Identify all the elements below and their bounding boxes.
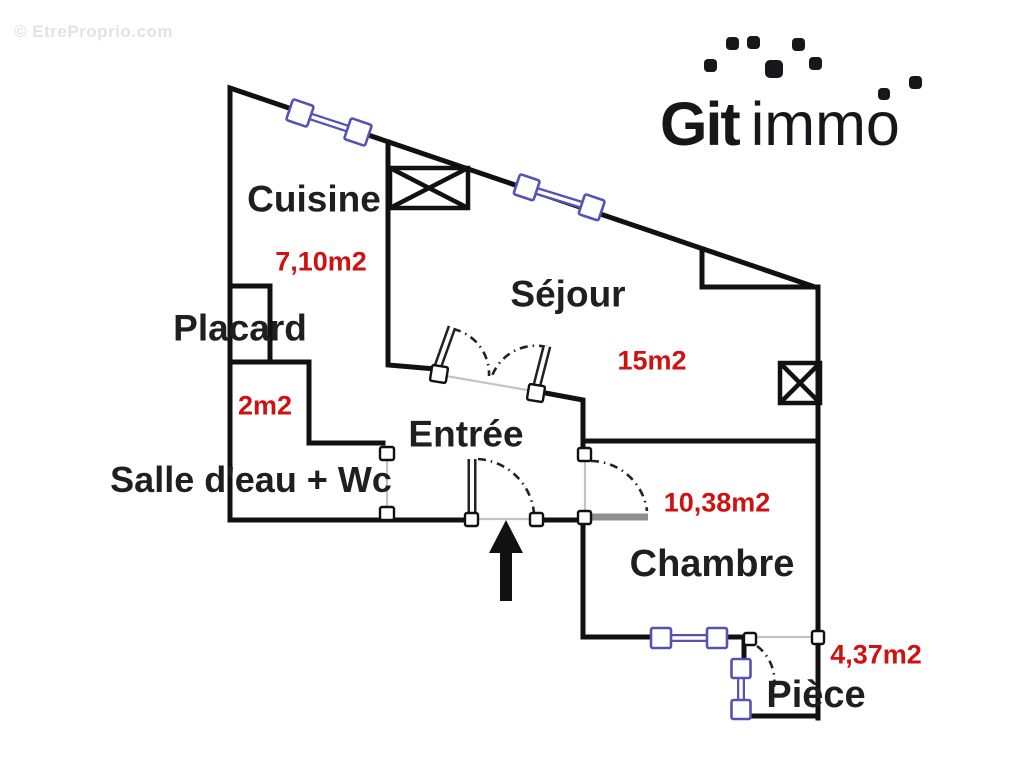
door-opening-lines xyxy=(385,373,812,639)
door-swing-icon xyxy=(756,644,776,688)
area-label-piece: 4,37m2 xyxy=(830,639,922,670)
window-icon xyxy=(285,98,373,147)
window-icon xyxy=(730,657,752,721)
brand-logo-light: immo xyxy=(750,90,900,158)
wall-notch xyxy=(699,246,821,290)
wall-entree-right xyxy=(537,389,586,451)
door-swing-icon xyxy=(590,459,649,512)
room-label-salle-eau: Salle d'eau + Wc xyxy=(110,459,392,500)
room-label-piece: Pièce xyxy=(766,674,866,716)
shaft-crossbox-icon xyxy=(387,165,471,211)
door-posts xyxy=(378,363,826,647)
watermark: © EtreProprio.com xyxy=(14,22,173,41)
placard-box xyxy=(227,283,273,365)
double-door-leaf-icon xyxy=(432,325,552,391)
room-label-chambre: Chambre xyxy=(629,543,795,585)
area-label-chambre: 10,38m2 xyxy=(663,487,771,518)
logo-dots-icon xyxy=(704,36,922,100)
room-label-sejour: Séjour xyxy=(510,273,626,315)
room-label-placard: Placard xyxy=(173,307,307,349)
door-swing-arcs xyxy=(452,327,776,688)
door-swing-icon xyxy=(490,344,548,377)
window-icon xyxy=(649,626,729,650)
brand-logo-bold: Git xyxy=(660,90,741,158)
area-label-sejour: 15m2 xyxy=(617,345,687,376)
area-label-placard: 2m2 xyxy=(237,390,293,421)
shaft-crossbox-small-icon xyxy=(777,360,823,406)
door-leaves xyxy=(432,325,648,521)
door-swing-icon xyxy=(477,457,536,514)
wall-cuisine-right xyxy=(385,139,439,372)
entrance-arrow-icon xyxy=(489,520,523,601)
room-label-cuisine: Cuisine xyxy=(247,178,381,220)
door-swing-icon xyxy=(452,327,491,377)
area-label-cuisine: 7,10m2 xyxy=(275,246,367,277)
window-icon xyxy=(512,173,606,222)
windows xyxy=(285,98,752,721)
room-label-entree: Entrée xyxy=(408,413,524,455)
